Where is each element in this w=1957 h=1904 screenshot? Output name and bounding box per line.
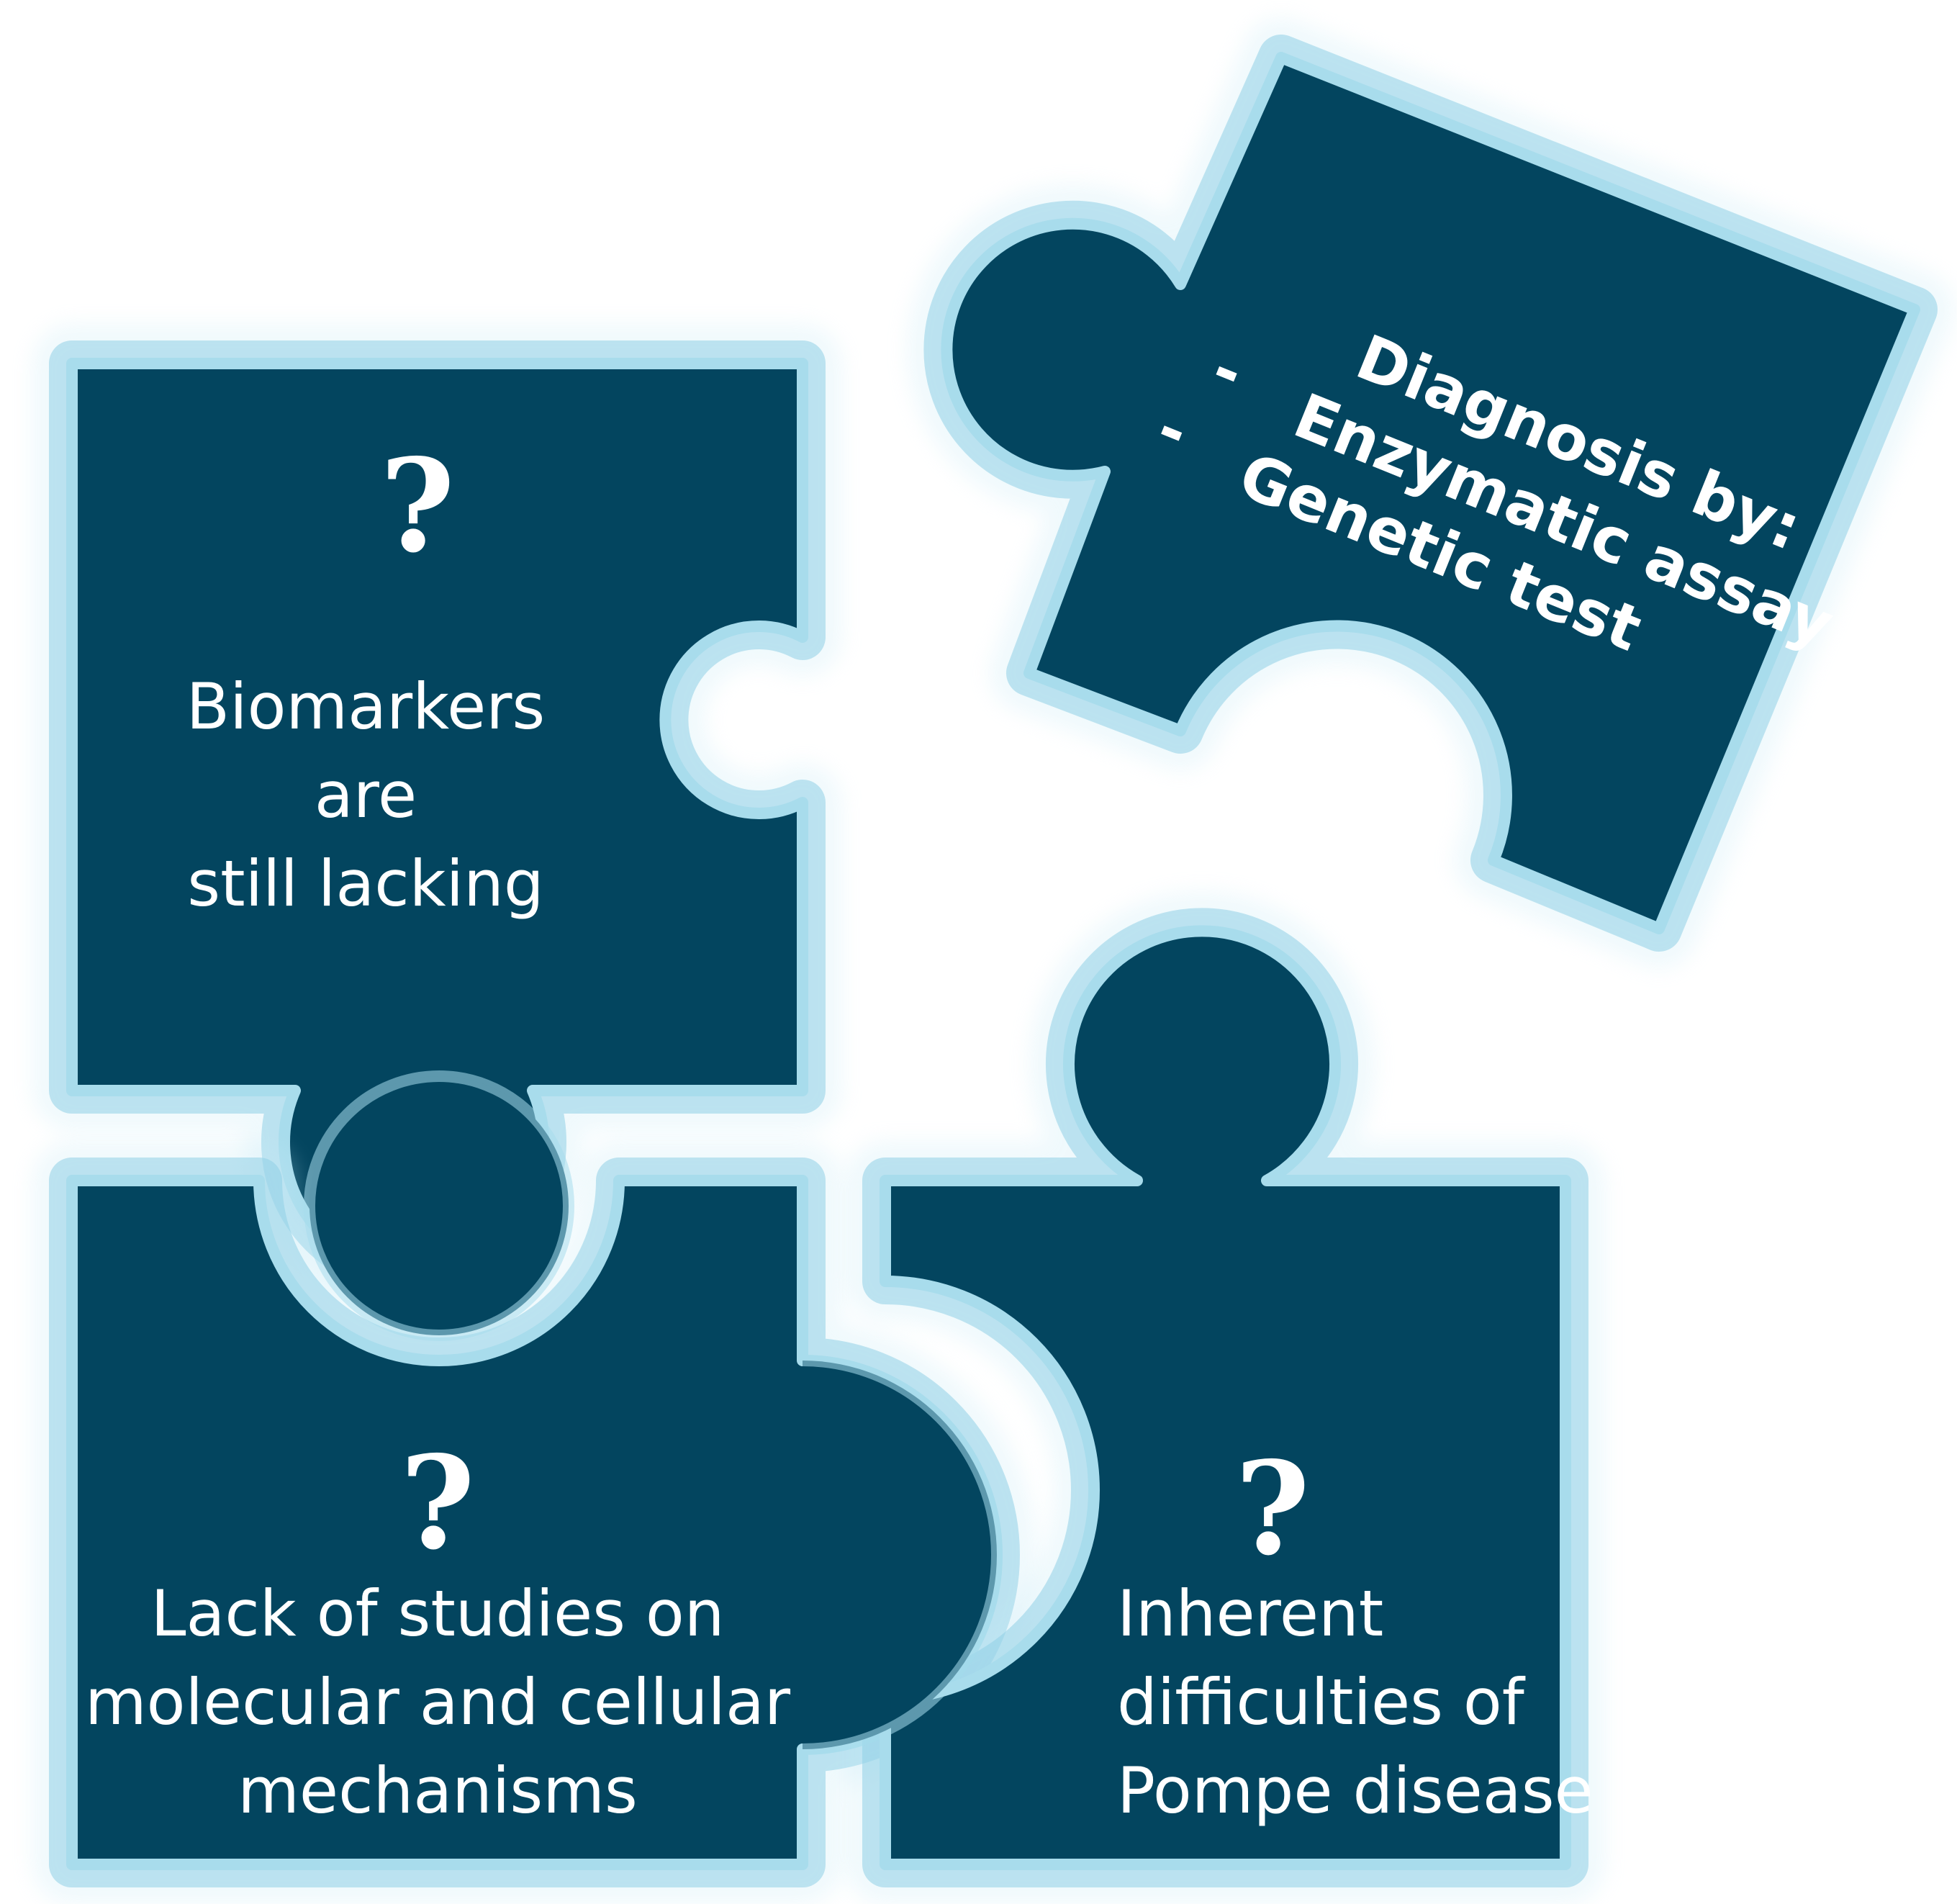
bottom-right-line-2: difficulties of xyxy=(1117,1665,1526,1739)
bottom-left-line-1: Lack of studies on xyxy=(150,1576,724,1651)
bottom-right-line-1: Inherent xyxy=(1117,1576,1383,1651)
question-mark-icon-top-left: ? xyxy=(380,430,455,581)
bottom-left-line-3: mechanisms xyxy=(238,1754,638,1828)
bottom-right-line-3: Pompe disease xyxy=(1117,1754,1594,1828)
puzzle-piece-top-right xyxy=(907,18,1954,968)
top-left-line-3: still lacking xyxy=(187,847,543,921)
bottom-left-line-2: molecular and cellular xyxy=(85,1665,791,1739)
top-left-line-2: are xyxy=(315,758,417,832)
top-left-line-1: Biomarkers xyxy=(186,669,545,744)
puzzle-piece-bottom-right xyxy=(802,891,1605,1904)
question-mark-icon-bottom-right: ? xyxy=(1235,1433,1310,1584)
question-mark-icon-bottom-left: ? xyxy=(400,1427,475,1578)
